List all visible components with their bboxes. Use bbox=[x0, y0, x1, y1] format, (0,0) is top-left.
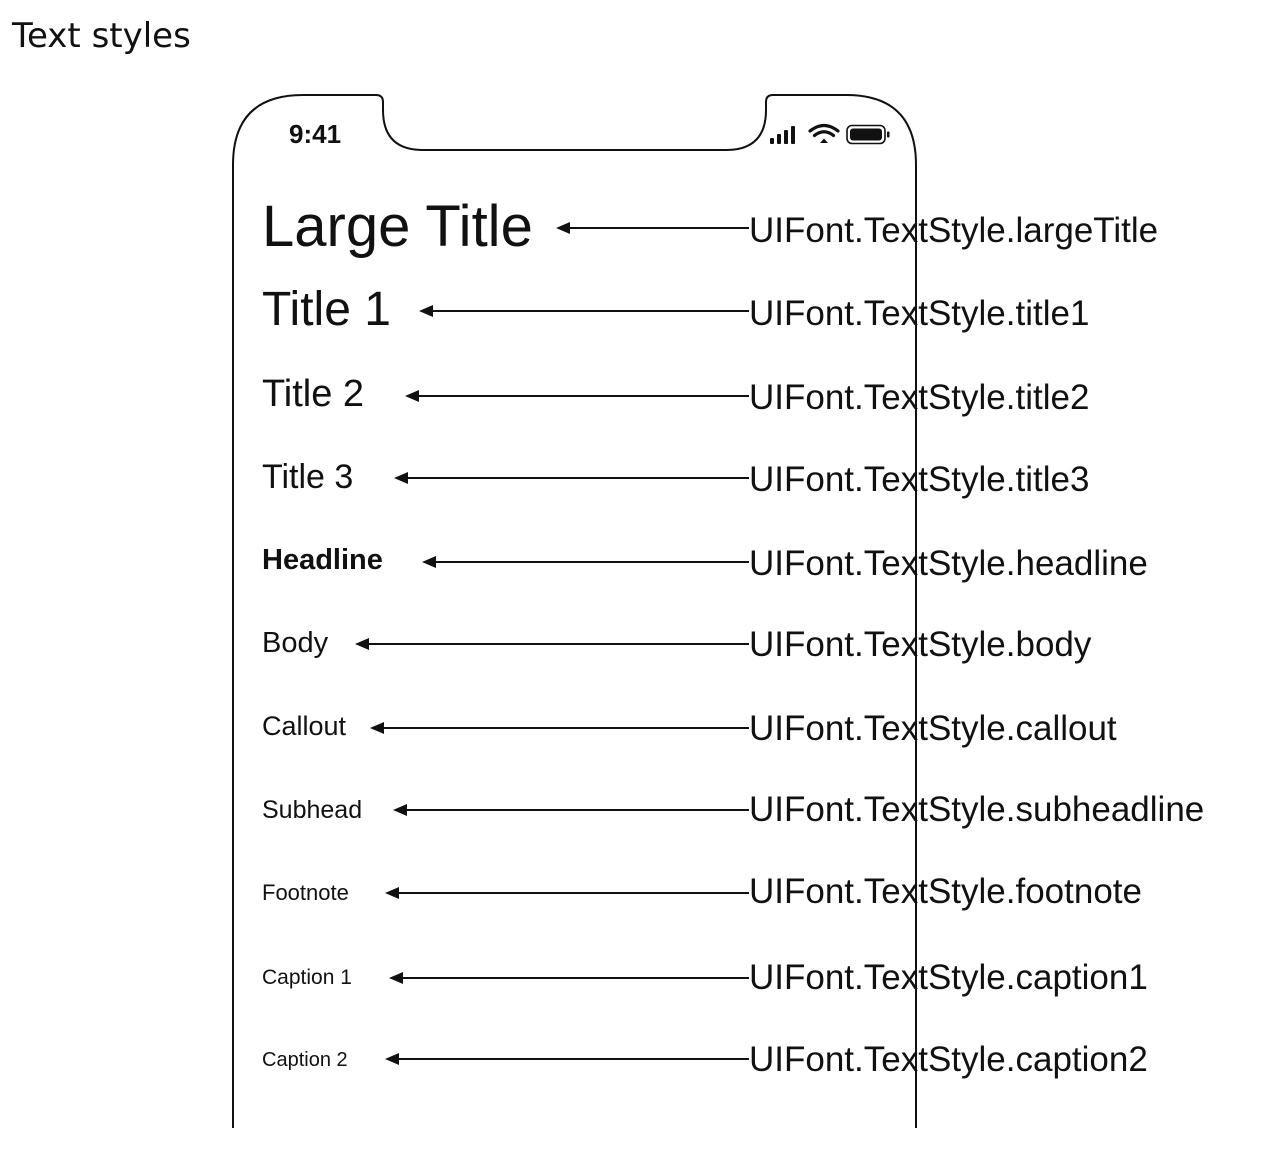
arrow-head bbox=[370, 722, 384, 734]
api-label-headline: UIFont.TextStyle.headline bbox=[749, 544, 1148, 583]
arrow-head bbox=[419, 305, 433, 317]
api-label-caption-2: UIFont.TextStyle.caption2 bbox=[749, 1040, 1148, 1079]
arrow bbox=[556, 221, 749, 235]
arrow bbox=[355, 637, 749, 651]
arrow-head bbox=[405, 390, 419, 402]
sample-caption-2: Caption 2 bbox=[262, 1049, 348, 1071]
arrow bbox=[419, 304, 749, 318]
sample-body: Body bbox=[262, 627, 329, 659]
sample-callout: Callout bbox=[262, 711, 347, 741]
arrow-line bbox=[403, 809, 749, 811]
sample-subhead: Subhead bbox=[262, 796, 363, 824]
arrow-line bbox=[395, 892, 749, 894]
arrow bbox=[370, 721, 749, 735]
arrow-head bbox=[385, 1053, 399, 1065]
sample-large-title: Large Title bbox=[262, 194, 533, 259]
arrow bbox=[389, 971, 749, 985]
api-label-footnote: UIFont.TextStyle.footnote bbox=[749, 872, 1142, 911]
arrow-head bbox=[393, 804, 407, 816]
arrow bbox=[405, 389, 749, 403]
arrow-line bbox=[432, 561, 749, 563]
api-label-body: UIFont.TextStyle.body bbox=[749, 625, 1092, 664]
arrow-head bbox=[422, 556, 436, 568]
sample-footnote: Footnote bbox=[262, 880, 349, 905]
sample-title-3: Title 3 bbox=[262, 458, 354, 496]
arrow-head bbox=[355, 638, 369, 650]
arrow bbox=[385, 1052, 749, 1066]
api-label-title-1: UIFont.TextStyle.title1 bbox=[749, 294, 1090, 333]
sample-title-2: Title 2 bbox=[262, 373, 365, 415]
api-label-large-title: UIFont.TextStyle.largeTitle bbox=[749, 211, 1159, 250]
wifi-icon bbox=[808, 123, 840, 143]
sample-headline: Headline bbox=[262, 544, 383, 576]
api-label-callout: UIFont.TextStyle.callout bbox=[749, 709, 1117, 748]
api-label-title-3: UIFont.TextStyle.title3 bbox=[749, 460, 1090, 499]
arrow-line bbox=[429, 310, 749, 312]
sample-caption-1: Caption 1 bbox=[262, 966, 352, 989]
battery-icon bbox=[846, 124, 890, 145]
arrow bbox=[394, 471, 749, 485]
arrow-line bbox=[566, 227, 749, 229]
arrow bbox=[422, 555, 749, 569]
arrow-line bbox=[399, 977, 749, 979]
status-bar-icons bbox=[770, 123, 890, 145]
arrow bbox=[385, 886, 749, 900]
sample-title-1: Title 1 bbox=[262, 283, 391, 336]
arrow-head bbox=[556, 222, 570, 234]
arrow-line bbox=[380, 727, 749, 729]
arrow bbox=[393, 803, 749, 817]
page-title: Text styles bbox=[12, 16, 191, 56]
status-bar-time: 9:41 bbox=[289, 119, 342, 149]
arrow-line bbox=[365, 643, 749, 645]
api-label-title-2: UIFont.TextStyle.title2 bbox=[749, 378, 1090, 417]
arrow-head bbox=[385, 887, 399, 899]
arrow-head bbox=[394, 472, 408, 484]
cellular-signal-icon bbox=[770, 126, 795, 144]
arrow-line bbox=[415, 395, 749, 397]
arrow-line bbox=[395, 1058, 749, 1060]
api-label-caption-1: UIFont.TextStyle.caption1 bbox=[749, 958, 1148, 997]
arrow-line bbox=[404, 477, 749, 479]
arrow-head bbox=[389, 972, 403, 984]
api-label-subheadline: UIFont.TextStyle.subheadline bbox=[749, 790, 1205, 829]
